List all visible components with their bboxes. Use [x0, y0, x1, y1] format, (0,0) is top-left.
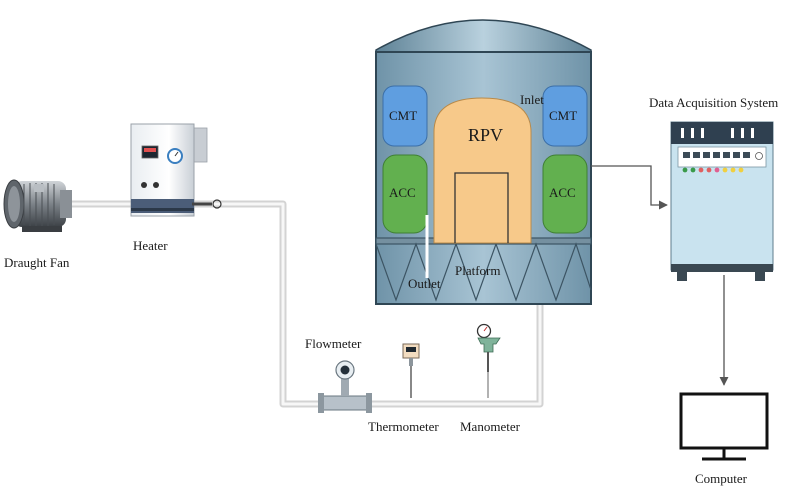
- containment-vessel: RPV CMT CMT ACC ACC: [375, 19, 592, 305]
- cmt-tank-right: [542, 85, 588, 147]
- signal-line-to-daq: [591, 165, 668, 210]
- acc-right-label: ACC: [549, 185, 576, 200]
- thermometer-icon: [402, 343, 420, 398]
- heater-label: Heater: [133, 238, 168, 253]
- computer-label: Computer: [695, 471, 748, 486]
- acc-tank-left: [382, 154, 428, 234]
- manometer-label: Manometer: [460, 419, 521, 434]
- rpv-label: RPV: [468, 125, 503, 145]
- thermometer-label: Thermometer: [368, 419, 439, 434]
- cmt-right-label: CMT: [549, 108, 577, 123]
- manometer-icon: [476, 323, 501, 398]
- draught-fan-icon: [3, 179, 72, 232]
- daq-label: Data Acquisition System: [649, 95, 778, 110]
- heater-box-icon: [130, 123, 222, 217]
- outlet-label: Outlet: [408, 276, 441, 291]
- acc-left-label: ACC: [389, 185, 416, 200]
- monitor-icon: [679, 392, 769, 461]
- flowmeter-label: Flowmeter: [305, 336, 362, 351]
- rpv-vessel: [433, 97, 532, 244]
- flowmeter-icon: [318, 360, 372, 413]
- acc-tank-right: [542, 154, 588, 234]
- data-acquisition-cabinet-icon: [670, 121, 774, 281]
- platform-label: Platform: [455, 263, 501, 278]
- inlet-label: Inlet: [520, 92, 544, 107]
- draught-fan-label: Draught Fan: [4, 255, 70, 270]
- pipe-network: [66, 116, 544, 408]
- cmt-tank-left: [382, 85, 428, 147]
- cmt-left-label: CMT: [389, 108, 417, 123]
